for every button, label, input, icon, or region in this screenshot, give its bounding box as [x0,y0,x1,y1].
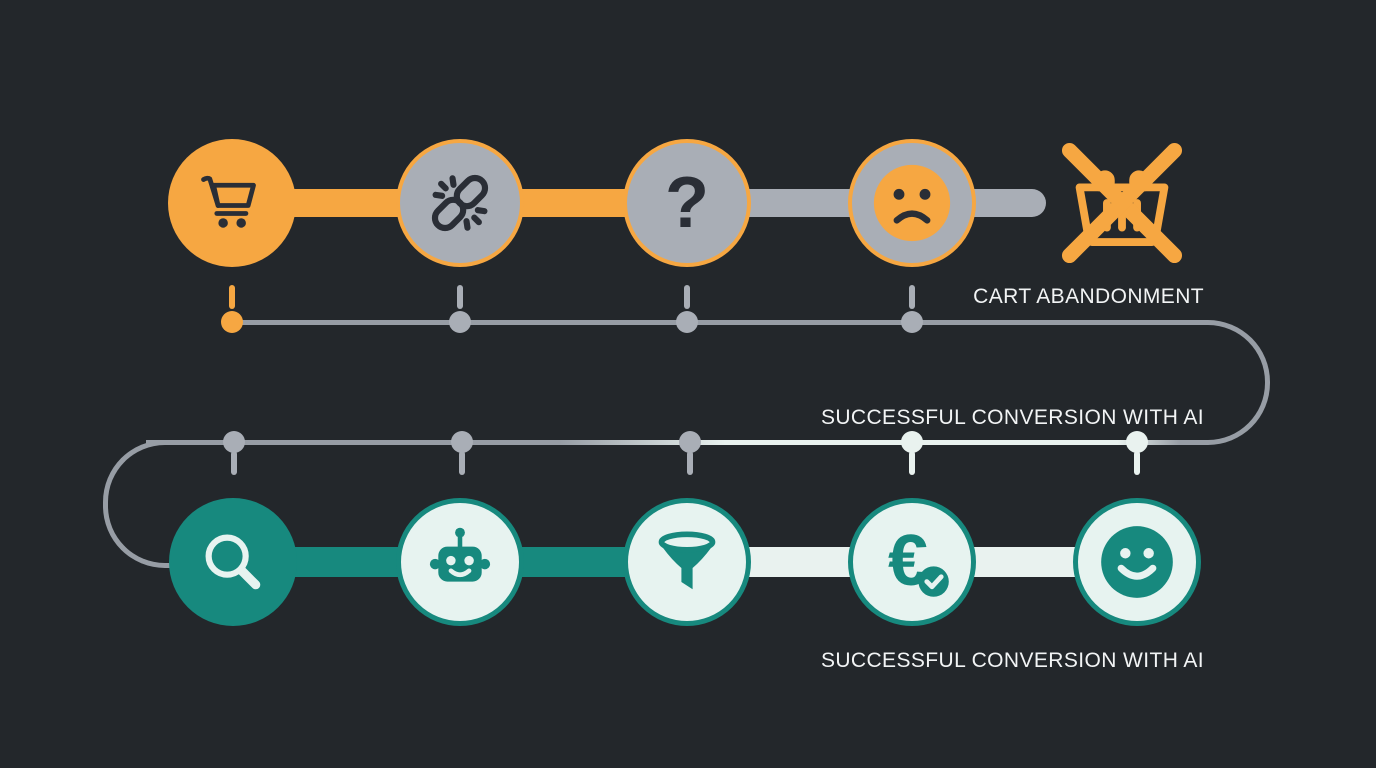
step-cart [168,139,296,267]
timeline-dot [1126,431,1148,475]
crossed-basket-icon [1061,142,1183,264]
timeline-dot [223,431,245,475]
step-funnel [623,498,751,626]
step-search [169,498,297,626]
timeline-dot [451,431,473,475]
funnel-icon [658,531,716,590]
timeline-dot [676,285,698,333]
shopping-cart-icon [201,175,256,228]
question-mark-icon: ? [665,163,709,243]
timeline-dot [449,285,471,333]
step-ai-robot [396,498,524,626]
sad-face-icon [873,164,951,242]
timeline-dot [901,431,923,475]
timeline-dot [221,285,243,333]
broken-link-icon [431,174,489,232]
smiley-face-icon [1101,526,1173,598]
u-turn-curve-right [1140,320,1270,445]
cart-abandonment-label: CART ABANDONMENT [973,285,1204,308]
step-euro-payment: € [848,498,976,626]
timeline-dot [901,285,923,333]
timeline-dot [679,431,701,475]
middle-timeline-line [146,440,1180,445]
robot-icon [429,527,491,582]
step-question: ? [623,139,751,267]
step-sad-customer [848,139,976,267]
magnifying-glass-icon [205,534,261,590]
euro-check-icon: € [888,521,949,601]
ai-conversion-label: SUCCESSFUL CONVERSION WITH AI [820,649,1204,672]
step-broken-link [396,139,524,267]
top-timeline-line [232,320,1180,325]
step-abandoned-basket [1052,136,1192,270]
step-happy-customer [1073,498,1201,626]
middle-timeline-label: SUCCESSFUL CONVERSION WITH AI [820,406,1204,429]
question-glyph: ? [665,163,709,243]
